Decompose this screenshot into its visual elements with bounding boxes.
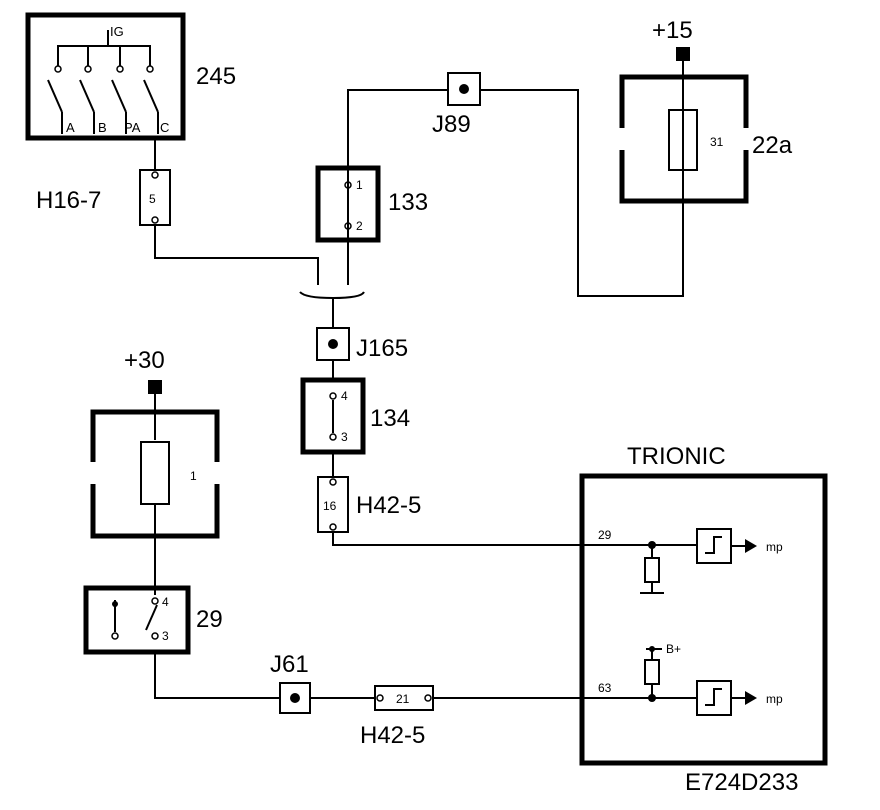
contact-label-pa: PA [124, 120, 141, 135]
fuse-22a-number: 31 [710, 135, 724, 149]
fuse-22a: +15 31 22a [614, 17, 793, 204]
relay-29: 4 3 29 [83, 585, 223, 655]
contact-label-c: C [160, 120, 169, 135]
fuse-1-number: 1 [190, 469, 197, 483]
connector-h42-upper-pin: 16 [323, 499, 337, 513]
relay-134-pin4: 4 [341, 389, 348, 403]
junction-j61: J61 [270, 651, 311, 714]
drawing-code: E724D233 [685, 769, 798, 796]
supply-plus30: +30 [124, 347, 165, 374]
connector-h16-7: 5 H16-7 [36, 169, 171, 226]
relay-133-pin2: 2 [356, 219, 363, 233]
ignition-switch-tag: IG [110, 24, 124, 39]
trionic-pin-29: 29 [598, 528, 612, 542]
relay-133: 1 2 133 [315, 165, 428, 243]
connector-h42-5-pin16: 16 H42-5 [317, 476, 421, 533]
connector-h42-lower-id: H42-5 [360, 722, 425, 749]
relay-134-id: 134 [370, 405, 410, 432]
connector-h42-lower-pin: 21 [396, 692, 410, 706]
relay-133-pin1: 1 [356, 178, 363, 192]
relay-29-pin3: 3 [162, 629, 169, 643]
junction-j165: J165 [316, 327, 408, 362]
trionic-supply-bplus: B+ [666, 642, 681, 656]
trionic-title: TRIONIC [627, 443, 726, 470]
trionic-pin-63: 63 [598, 681, 612, 695]
junction-j165-id: J165 [356, 335, 408, 362]
connector-h42-upper-id: H42-5 [356, 492, 421, 519]
junction-j61-id: J61 [270, 651, 309, 678]
connector-h42-5-pin21: 21 H42-5 [360, 685, 434, 749]
relay-133-id: 133 [388, 189, 428, 216]
fuse-22a-id: 22a [752, 132, 793, 159]
trionic-output-lower: mp [766, 692, 783, 706]
ignition-switch-245: IG A B PA C 245 [25, 12, 236, 141]
contact-label-b: B [98, 120, 107, 135]
junction-j89: J89 [432, 72, 481, 138]
supply-plus15: +15 [652, 17, 693, 44]
trionic-ecu: TRIONIC 29 63 mp B+ mp [579, 443, 828, 766]
relay-134: 4 3 134 [300, 377, 410, 455]
ignition-switch-id: 245 [196, 63, 236, 90]
ignition-switch-box [25, 12, 186, 141]
trionic-output-upper: mp [766, 540, 783, 554]
contact-label-a: A [66, 120, 75, 135]
connector-h16-id: H16-7 [36, 187, 101, 214]
relay-134-pin3: 3 [341, 430, 348, 444]
junction-j89-id: J89 [432, 111, 471, 138]
relay-29-id: 29 [196, 606, 223, 633]
connector-h16-pin: 5 [149, 192, 156, 206]
relay-29-pin4: 4 [162, 595, 169, 609]
